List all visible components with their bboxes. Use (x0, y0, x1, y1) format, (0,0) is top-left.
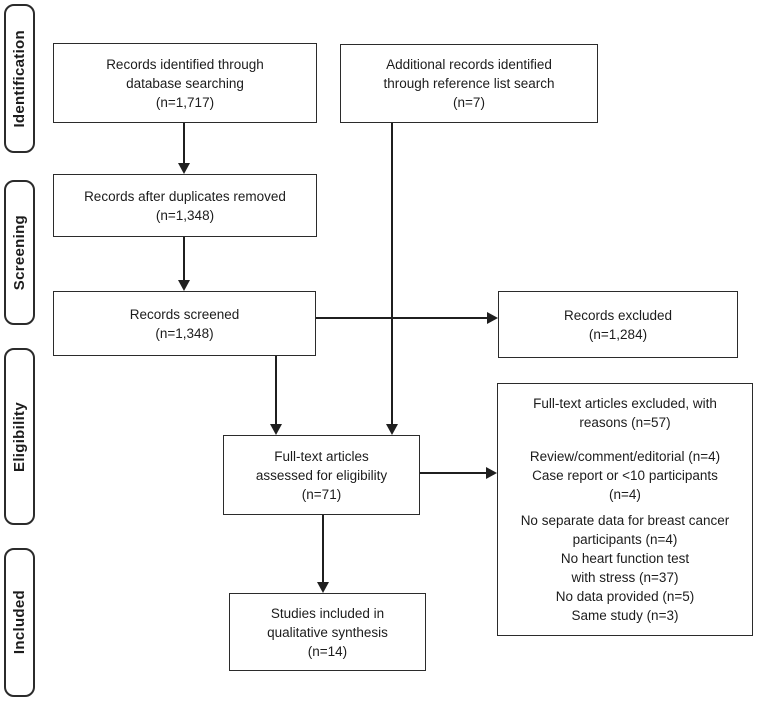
stage-label-text: Screening (11, 214, 28, 291)
stage-label-screening: Screening (4, 180, 35, 325)
stage-label-text: Eligibility (11, 401, 28, 472)
arrowhead-down-icon (386, 424, 398, 435)
arrowhead-down-icon (317, 582, 329, 593)
box-records-screened: Records screened (n=1,348) (53, 291, 316, 356)
box-text: Records screened (n=1,348) (129, 306, 240, 341)
arrow-line (316, 317, 488, 319)
box-text: Full-text articles assessed for eligibil… (255, 448, 388, 502)
arrow-line (420, 472, 487, 474)
box-additional-records: Additional records identified through re… (340, 44, 598, 123)
exclusion-reasons-group-2: No separate data for breast cancer parti… (520, 513, 730, 623)
arrow-line (391, 123, 393, 425)
arrowhead-down-icon (270, 424, 282, 435)
arrow-line (183, 237, 185, 281)
box-text: Records excluded (n=1,284) (563, 307, 673, 342)
box-records-excluded: Records excluded (n=1,284) (498, 291, 738, 358)
box-duplicates-removed: Records after duplicates removed (n=1,34… (53, 174, 317, 237)
arrowhead-down-icon (178, 280, 190, 291)
box-text: Additional records identified through re… (383, 57, 555, 110)
stage-label-eligibility: Eligibility (4, 348, 35, 525)
stage-label-identification: Identification (4, 4, 35, 153)
box-records-identified: Records identified through database sear… (53, 43, 317, 123)
box-text: Studies included in qualitative synthesi… (267, 605, 388, 659)
arrow-line (275, 356, 277, 425)
arrow-line (322, 515, 324, 583)
arrowhead-down-icon (178, 163, 190, 174)
box-fulltext-assessed: Full-text articles assessed for eligibil… (223, 435, 420, 515)
box-text: Records identified through database sear… (106, 56, 264, 110)
box-fulltext-excluded-reasons: Full-text articles excluded, with reason… (497, 383, 753, 636)
arrowhead-right-icon (486, 467, 497, 479)
box-studies-included: Studies included in qualitative synthesi… (229, 593, 426, 671)
box-title: Full-text articles excluded, with reason… (533, 396, 717, 430)
arrowhead-right-icon (487, 312, 498, 324)
stage-label-text: Included (11, 590, 28, 655)
arrow-line (183, 123, 185, 164)
stage-label-text: Identification (11, 29, 28, 128)
exclusion-reasons-group-1: Review/comment/editorial (n=4) Case repo… (529, 449, 721, 502)
box-text: Records after duplicates removed (n=1,34… (84, 188, 286, 223)
stage-label-included: Included (4, 548, 35, 697)
